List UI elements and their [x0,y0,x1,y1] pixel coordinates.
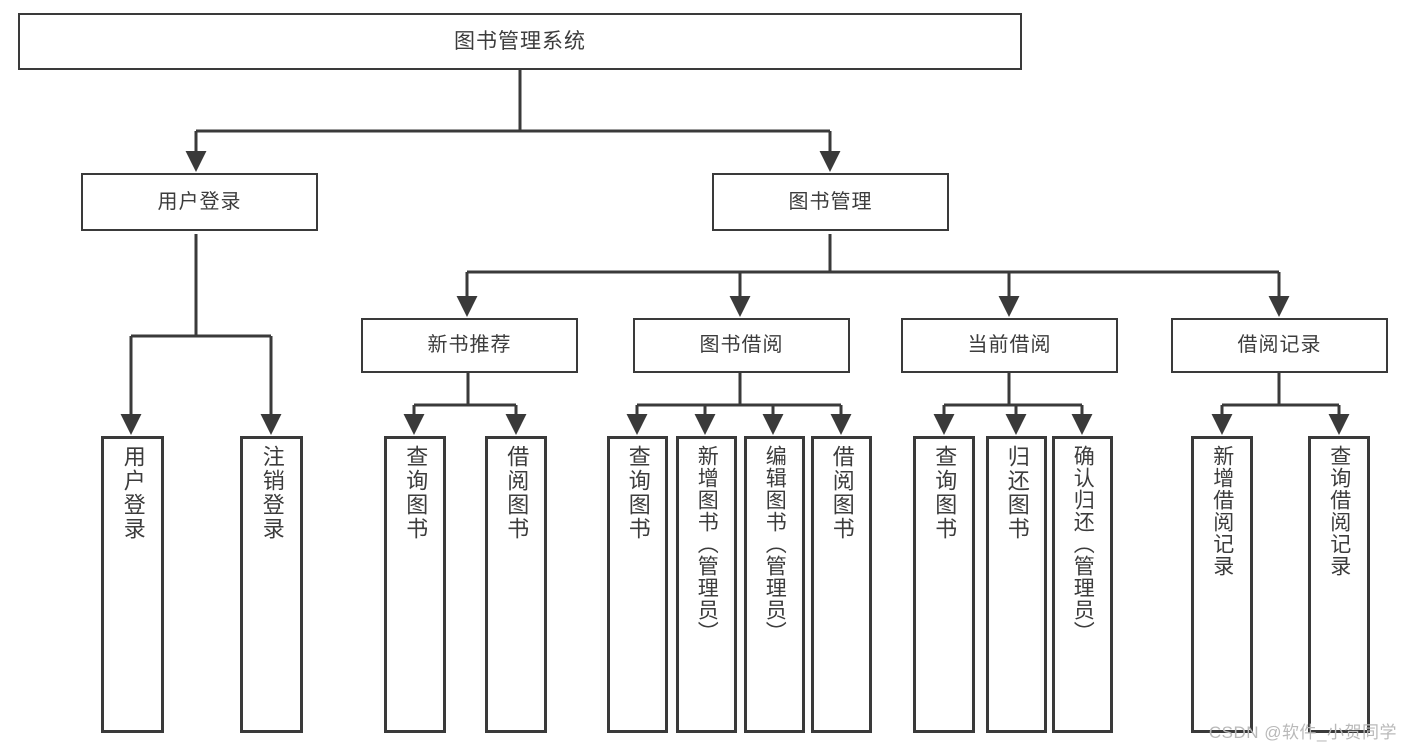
leaf-return-book[interactable]: 归还图书 [986,436,1047,733]
csdn-watermark: CSDN @软件_小贺同学 [1208,723,1397,742]
node-label: 查询图书 [932,445,958,541]
leaf-query-borrow-record[interactable]: 查询借阅记录 [1308,436,1370,733]
leaf-add-borrow-record[interactable]: 新增借阅记录 [1191,436,1253,733]
node-root-system[interactable]: 图书管理系统 [18,13,1022,70]
node-label: 用户登录 [120,445,146,541]
leaf-user-login[interactable]: 用户登录 [101,436,164,733]
node-label: 图书管理 [788,190,873,213]
node-label: 图书管理系统 [454,29,586,53]
node-label: 新增图书（管理员） [695,445,719,643]
leaf-query-book-recommend[interactable]: 查询图书 [384,436,446,733]
node-borrow-record[interactable]: 借阅记录 [1171,318,1388,373]
leaf-confirm-return-admin[interactable]: 确认归还（管理员） [1052,436,1113,733]
node-label: 图书借阅 [699,334,784,357]
node-label: 借阅图书 [504,445,530,541]
leaf-borrow-book[interactable]: 借阅图书 [811,436,872,733]
node-label: 查询图书 [625,445,651,541]
leaf-edit-book-admin[interactable]: 编辑图书（管理员） [744,436,805,733]
node-label: 新增借阅记录 [1210,445,1234,577]
node-label: 注销登录 [259,445,285,541]
node-current-borrow[interactable]: 当前借阅 [901,318,1118,373]
node-label: 借阅记录 [1237,334,1322,357]
node-book-borrow[interactable]: 图书借阅 [633,318,850,373]
node-label: 编辑图书（管理员） [763,445,787,643]
leaf-logout[interactable]: 注销登录 [240,436,303,733]
node-label: 用户登录 [157,190,242,213]
leaf-query-book-current[interactable]: 查询图书 [913,436,975,733]
node-new-book-recommend[interactable]: 新书推荐 [361,318,578,373]
node-label: 借阅图书 [829,445,855,541]
node-label: 查询图书 [403,445,429,541]
node-label: 新书推荐 [427,334,512,357]
leaf-borrow-book-recommend[interactable]: 借阅图书 [485,436,547,733]
node-user-login[interactable]: 用户登录 [81,173,318,231]
node-label: 查询借阅记录 [1327,445,1351,577]
node-label: 当前借阅 [967,334,1052,357]
node-book-management[interactable]: 图书管理 [712,173,949,231]
node-label: 确认归还（管理员） [1071,445,1095,643]
leaf-query-book-borrow[interactable]: 查询图书 [607,436,668,733]
leaf-add-book-admin[interactable]: 新增图书（管理员） [676,436,737,733]
node-label: 归还图书 [1004,445,1030,541]
